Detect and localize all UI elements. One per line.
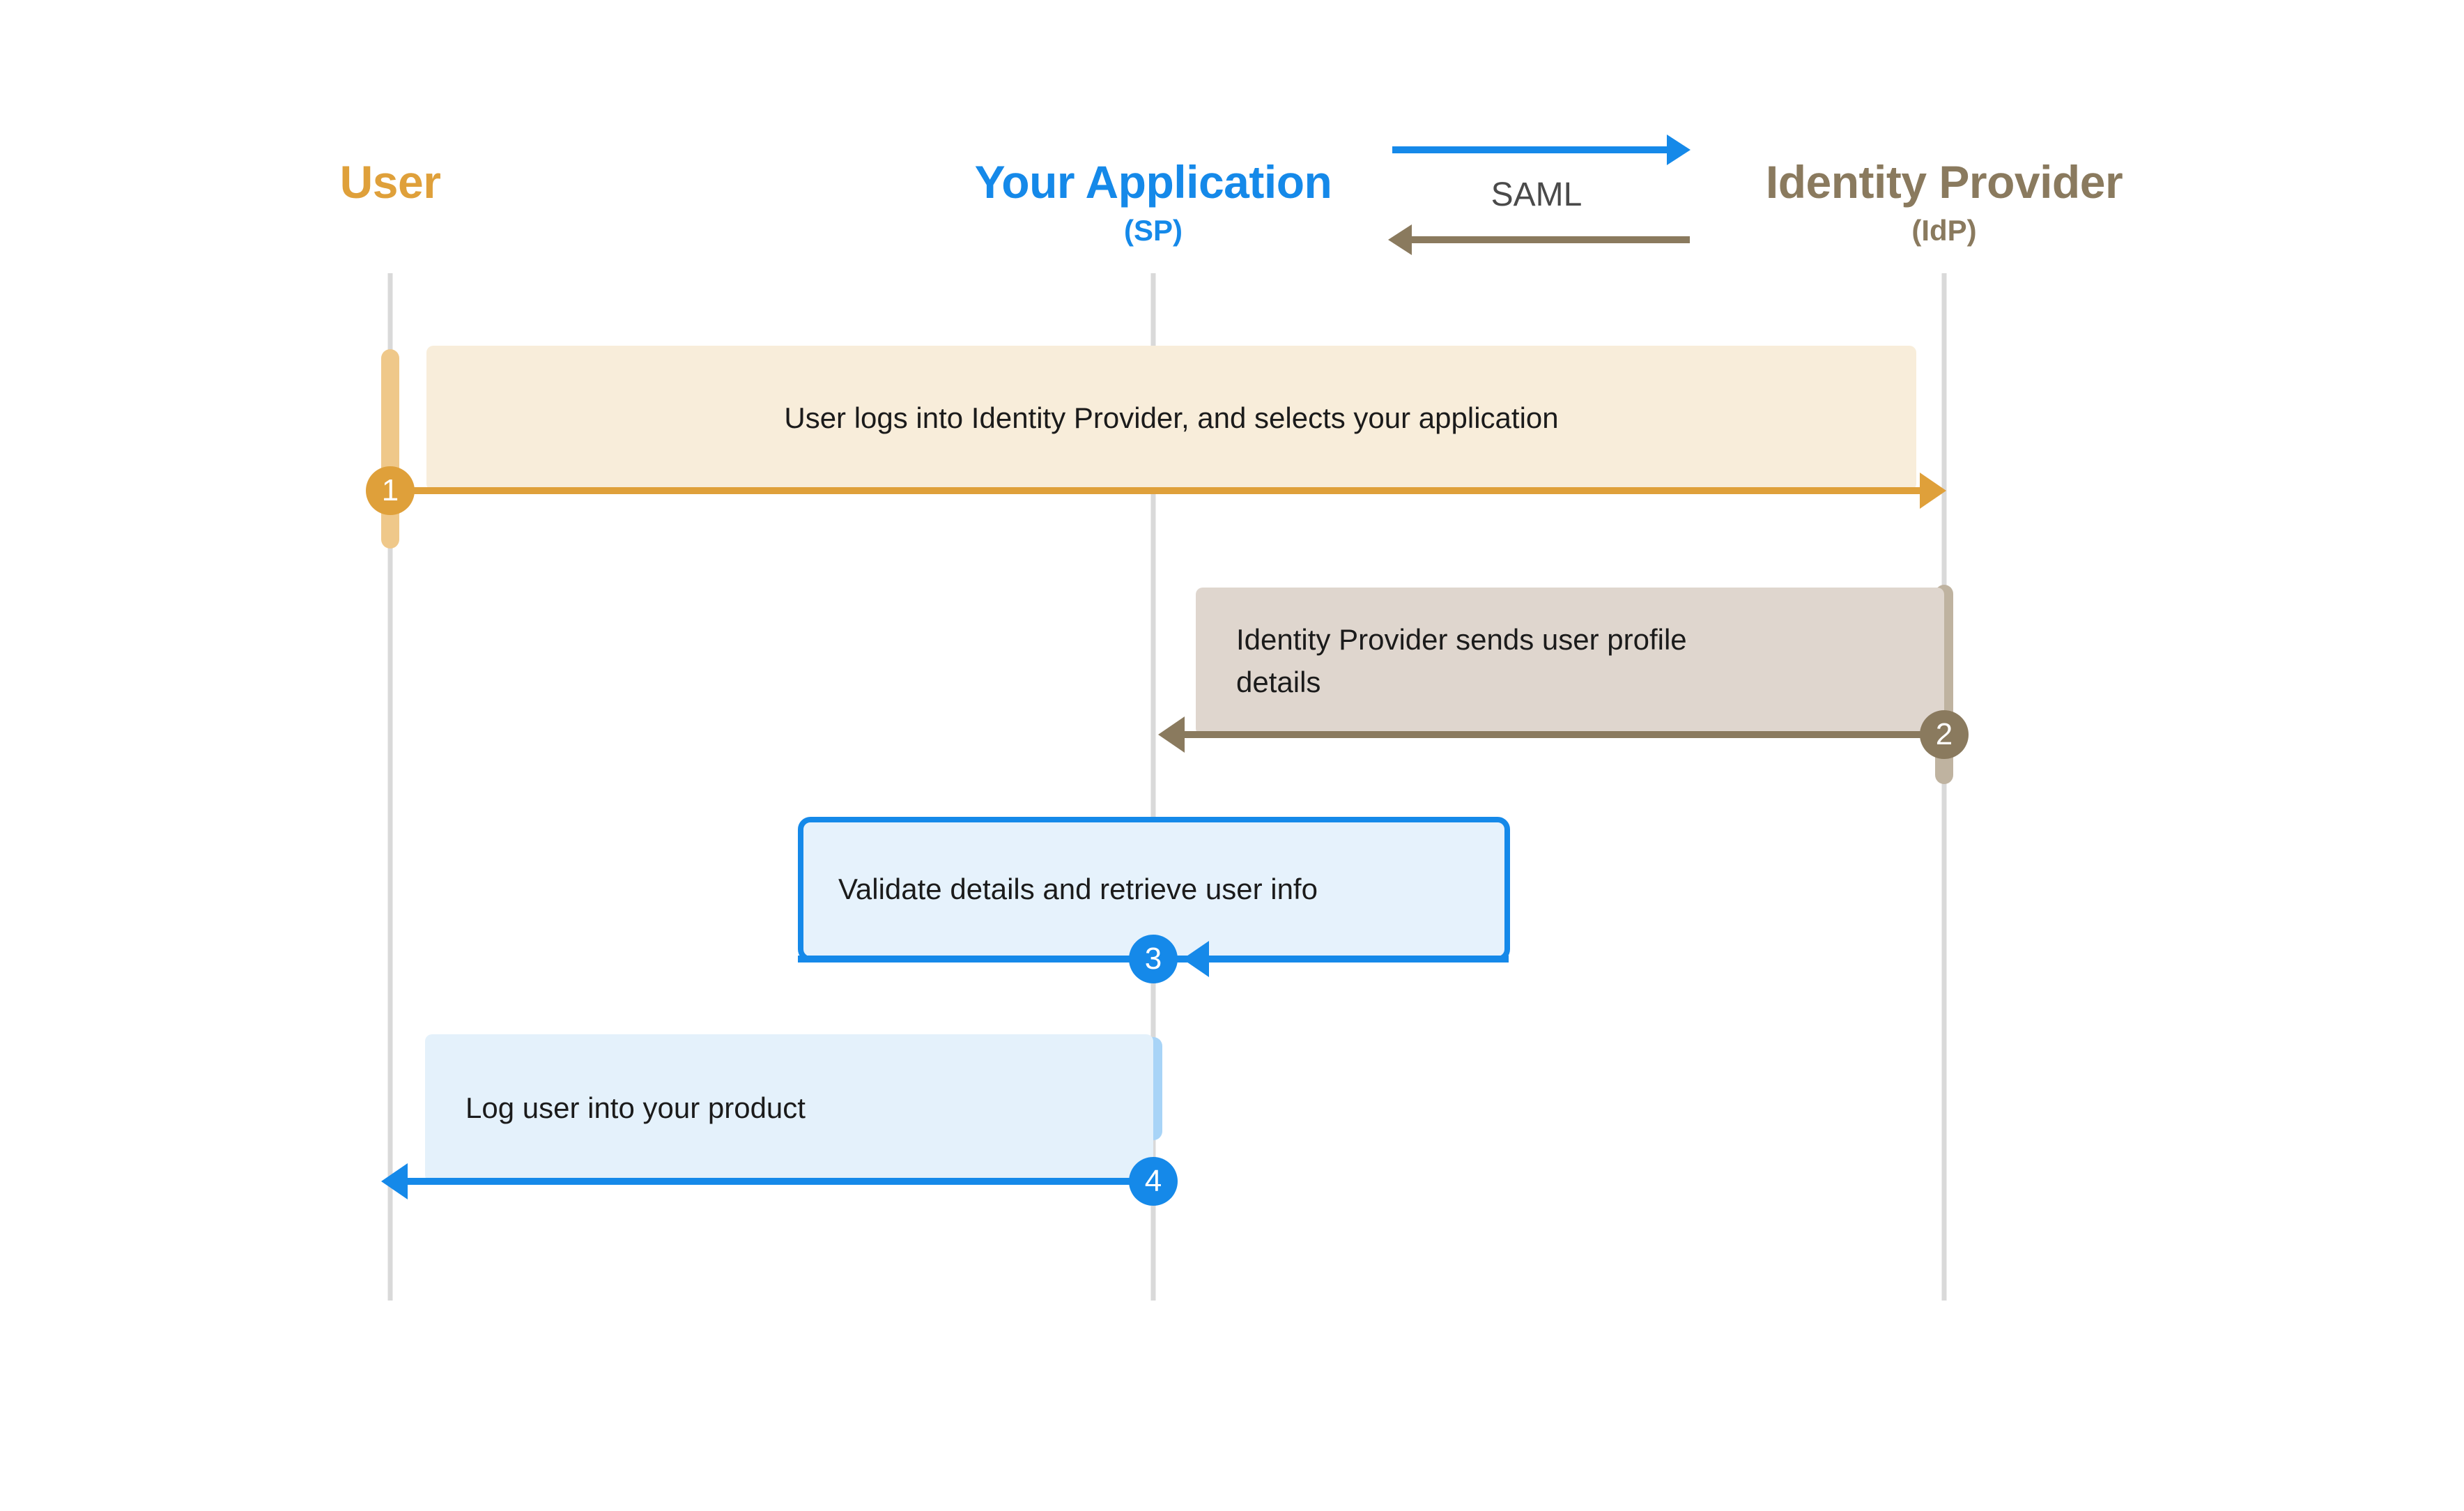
activation-bar-user-step1 — [381, 349, 399, 549]
saml-protocol-label: SAML — [1491, 176, 1583, 213]
message-line-step2 — [1185, 731, 1944, 738]
participant-title-application: Your Application — [974, 156, 1332, 208]
message-text-step4: Log user into your product — [465, 1091, 806, 1124]
message-arrowhead-step1-icon — [1920, 473, 1946, 509]
step-badge-4-label: 4 — [1144, 1164, 1162, 1198]
message-text-step1: User logs into Identity Provider, and se… — [784, 401, 1559, 434]
message-line-step4 — [408, 1178, 1153, 1185]
message-text-step3: Validate details and retrieve user info — [838, 872, 1318, 905]
message-band-step1: User logs into Identity Provider, and se… — [426, 346, 1916, 491]
message-text-step2: Identity Provider sends user profile det… — [1236, 623, 1687, 698]
participant-title-user: User — [339, 156, 441, 208]
message-arrowhead-step2-icon — [1158, 716, 1185, 753]
step-badge-3[interactable]: 3 — [1129, 935, 1178, 983]
message-band-step4: Log user into your product — [425, 1034, 1153, 1182]
participant-subtitle-identity-provider: (IdP) — [1911, 214, 1977, 247]
lifeline-application — [1150, 273, 1156, 1301]
lifeline-user — [387, 273, 393, 1301]
message-line-step1 — [390, 487, 1923, 494]
step-badge-2-label: 2 — [1935, 717, 1953, 751]
saml-arrow-line-response — [1411, 236, 1690, 243]
message-arrowhead-step4-icon — [381, 1163, 408, 1199]
participant-title-identity-provider: Identity Provider — [1765, 156, 2123, 208]
step-badge-1-label: 1 — [381, 473, 399, 507]
saml-arrowhead-response-icon — [1388, 224, 1412, 255]
step-badge-2[interactable]: 2 — [1920, 710, 1969, 759]
lifeline-identity-provider — [1941, 273, 1947, 1301]
message-band-step2: Identity Provider sends user profile det… — [1196, 588, 1944, 735]
saml-arrowhead-request-icon — [1667, 135, 1691, 165]
step-badge-4[interactable]: 4 — [1129, 1157, 1178, 1206]
message-arrowhead-step3-icon — [1183, 941, 1209, 977]
participant-header-identity-provider: Identity Provider (IdP) — [1766, 159, 2123, 245]
participant-subtitle-application: (SP) — [1124, 214, 1183, 247]
step-badge-1[interactable]: 1 — [366, 466, 415, 515]
participant-header-user: User — [340, 159, 441, 205]
participant-header-application: Your Application (SP) — [975, 159, 1332, 245]
step-badge-3-label: 3 — [1144, 942, 1162, 976]
saml-arrow-line-request — [1392, 146, 1671, 153]
